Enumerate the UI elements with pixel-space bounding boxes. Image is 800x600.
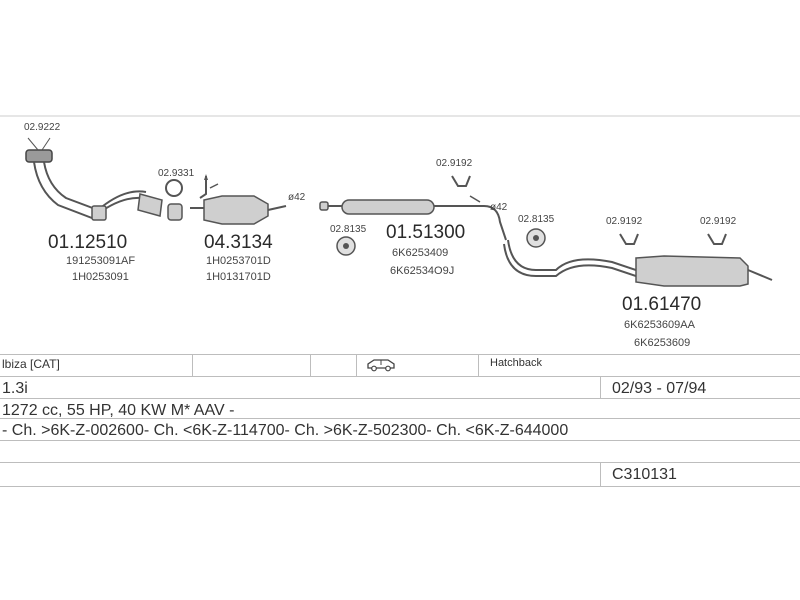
production-years: 02/93 - 07/94	[612, 380, 707, 397]
small-part-number-s3: 02.8135	[330, 224, 367, 235]
table-vline-4	[478, 354, 479, 376]
part-number-p4: 01.61470	[622, 294, 701, 315]
table-line-5	[0, 440, 800, 441]
table-vline-2	[310, 354, 311, 376]
part-code-p4-0: 6K6253609AA	[624, 319, 696, 331]
small-part-number-s4: 02.9192	[436, 158, 473, 169]
table-line-2	[0, 376, 800, 377]
part-code-p1-1: 1H0253091	[72, 271, 129, 283]
gasket-part	[167, 203, 183, 221]
part-number-p2: 04.3134	[204, 232, 273, 253]
part-code-p4-1: 6K6253609	[634, 337, 690, 349]
catalytic-converter-part	[190, 195, 287, 225]
front-pipe-part	[25, 149, 163, 221]
part-number-p1: 01.12510	[48, 232, 127, 253]
middle-silencer-part	[319, 199, 507, 241]
small-part-s7-shape	[707, 233, 727, 245]
diameter-label-1: ø42	[490, 202, 508, 213]
table-line-6	[0, 462, 800, 463]
engine-specs: 1272 cc, 55 HP, 40 KW M* AAV -	[2, 402, 235, 419]
hanger-small	[469, 195, 481, 203]
part-code-p2-1: 1H0131701D	[206, 271, 271, 283]
system-code: C310131	[612, 466, 677, 483]
part-number-p3: 01.51300	[386, 222, 465, 243]
table-vline-1	[192, 354, 193, 376]
part-code-p1-0: 191253091AF	[66, 255, 135, 267]
small-part-number-s2: 02.9331	[158, 168, 195, 179]
chassis-range: - Ch. >6K-Z-002600- Ch. <6K-Z-114700- Ch…	[2, 422, 569, 439]
body-type: Hatchback	[490, 357, 542, 369]
small-part-s5-shape	[526, 228, 546, 248]
diameter-label-0: ø42	[288, 192, 306, 203]
car-icon	[366, 356, 396, 372]
part-code-p2-0: 1H0253701D	[206, 255, 271, 267]
small-part-s2-shape	[165, 179, 183, 197]
small-part-number-s6: 02.9192	[606, 216, 643, 227]
table-line-7	[0, 486, 800, 487]
small-part-s1-shape	[27, 137, 51, 151]
small-part-number-s7: 02.9192	[700, 216, 737, 227]
table-line-3	[0, 398, 800, 399]
part-code-p3-1: 6K62534O9J	[390, 265, 454, 277]
exhaust-system-diagram: 01.12510 191253091AF 1H0253091 04.3134 1…	[0, 115, 800, 349]
small-part-s4-shape	[451, 175, 471, 187]
small-part-s3-shape	[336, 236, 356, 256]
small-part-number-s1: 02.9222	[24, 122, 61, 133]
part-code-p3-0: 6K6253409	[392, 247, 448, 259]
model-name: lbiza [CAT]	[2, 357, 60, 371]
engine-name: 1.3i	[2, 380, 28, 397]
table-line-4	[0, 418, 800, 419]
small-part-s6-shape	[619, 233, 639, 245]
rear-silencer-part	[503, 239, 773, 287]
table-vline-3	[356, 354, 357, 376]
table-vline-5	[600, 376, 601, 398]
small-part-number-s5: 02.8135	[518, 214, 555, 225]
table-line-1	[0, 354, 800, 355]
sensor-part	[199, 174, 219, 199]
table-vline-6	[600, 462, 601, 486]
